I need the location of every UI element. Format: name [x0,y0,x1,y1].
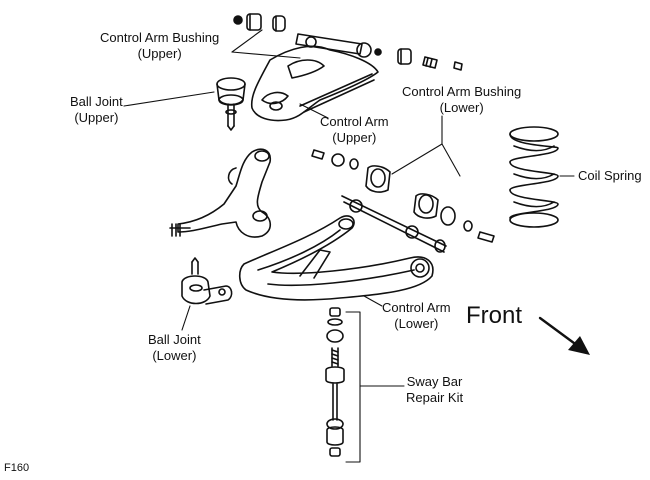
sway-bar-kit [325,307,345,457]
upper-control-arm [250,45,379,122]
steering-knuckle [169,148,272,238]
label-line: Control Arm [320,114,389,129]
label-line: (Upper) [74,110,119,125]
leader-lines [123,29,575,463]
label-ball-joint-upper: Ball Joint (Upper) [70,94,123,126]
lower-control-arm [238,215,434,301]
label-coil-spring: Coil Spring [578,168,642,183]
label-line: Control Arm Bushing [100,30,220,45]
upper-bushing-hardware [233,13,463,71]
label-control-arm-lower: Control Arm (Lower) [382,300,451,332]
label-sway-bar-repair-kit: Sway Bar Repair Kit [406,374,463,406]
figure-code: F160 [4,462,30,474]
label-line: (Lower) [394,316,439,331]
label-line: Control Arm [382,300,451,315]
label-control-arm-upper: Control Arm (Upper) [320,114,389,146]
label-ball-joint-lower: Ball Joint (Lower) [148,332,201,364]
front-arrow [538,316,590,355]
label-line: Sway Bar [406,374,463,389]
label-line: (Upper) [137,46,182,61]
lower-cross-shaft [341,195,447,253]
label-line: (Lower) [152,348,197,363]
label-line: Ball Joint [148,332,201,347]
label-line: Repair Kit [406,390,464,405]
front-label: Front [466,302,523,329]
label-line: Ball Joint [70,94,123,109]
lower-ball-joint [181,257,233,305]
upper-ball-joint [216,77,246,131]
label-line: (Lower) [439,100,484,115]
label-line: Control Arm Bushing [402,84,522,99]
label-line: (Upper) [332,130,377,145]
coil-spring [509,126,559,228]
label-control-arm-bushing-lower: Control Arm Bushing (Lower) [402,84,521,116]
lower-bushing-hardware [311,149,495,243]
label-control-arm-bushing-upper: Control Arm Bushing (Upper) [100,30,219,62]
